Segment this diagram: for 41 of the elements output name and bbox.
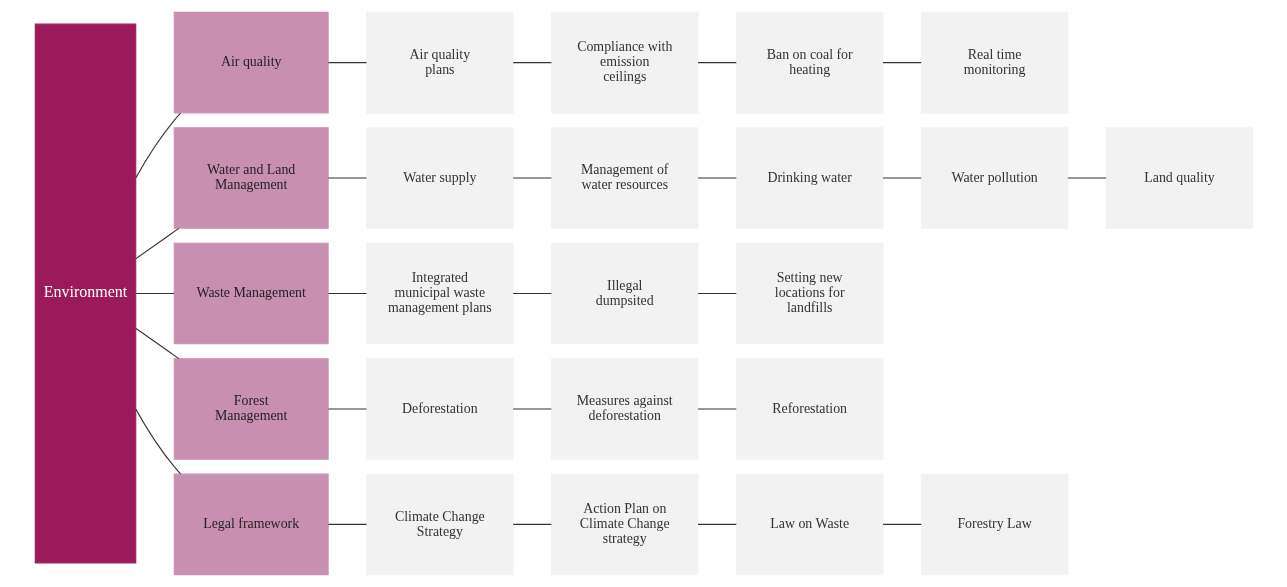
- node-box: Forestry Law: [920, 473, 1068, 576]
- node-box: Setting new locations for landfills: [735, 242, 883, 345]
- connector: [512, 523, 552, 525]
- connector: [881, 523, 922, 525]
- node-box: Drinking water: [735, 127, 883, 229]
- connector: [327, 292, 367, 295]
- connector: [135, 327, 179, 360]
- node-box: Water and Land Management: [173, 127, 329, 229]
- node-box: Land quality: [1105, 127, 1253, 229]
- node-box: Forest Management: [173, 358, 329, 460]
- node-box: Compliance with emission ceilings: [550, 11, 698, 114]
- node-box: Water pollution: [920, 127, 1068, 229]
- node-box: Action Plan on Climate Change strategy: [550, 473, 698, 576]
- connector: [134, 112, 181, 179]
- connector: [135, 292, 175, 295]
- connector: [327, 523, 367, 525]
- node-box: Waste Management: [173, 242, 329, 345]
- connector: [697, 292, 737, 295]
- connector: [697, 62, 737, 64]
- node-box: Reforestation: [735, 358, 883, 460]
- node-box: Environment: [34, 23, 136, 564]
- node-box: Deforestation: [365, 358, 514, 460]
- connector: [881, 62, 922, 64]
- node-box: Measures against deforestation: [550, 358, 698, 460]
- node-box: Management of water resources: [550, 127, 698, 229]
- node-box: Integrated municipal waste management plans: [365, 242, 514, 345]
- node-box: Water supply: [365, 127, 514, 229]
- connector: [512, 62, 552, 64]
- node-box: Air quality plans: [365, 11, 514, 114]
- node-box: Illegal dumpsited: [550, 242, 698, 345]
- node-box: Law on Waste: [735, 473, 883, 576]
- connector: [134, 408, 181, 475]
- node-box: Real time monitoring: [920, 11, 1068, 114]
- connector: [512, 292, 552, 295]
- node-box: Climate Change Strategy: [365, 473, 514, 576]
- node-box: Legal framework: [173, 473, 329, 576]
- connector: [135, 227, 179, 260]
- connector: [327, 62, 367, 64]
- node-box: Air quality: [173, 11, 329, 114]
- node-box: Ban on coal for heating: [735, 11, 883, 114]
- connector: [697, 523, 737, 525]
